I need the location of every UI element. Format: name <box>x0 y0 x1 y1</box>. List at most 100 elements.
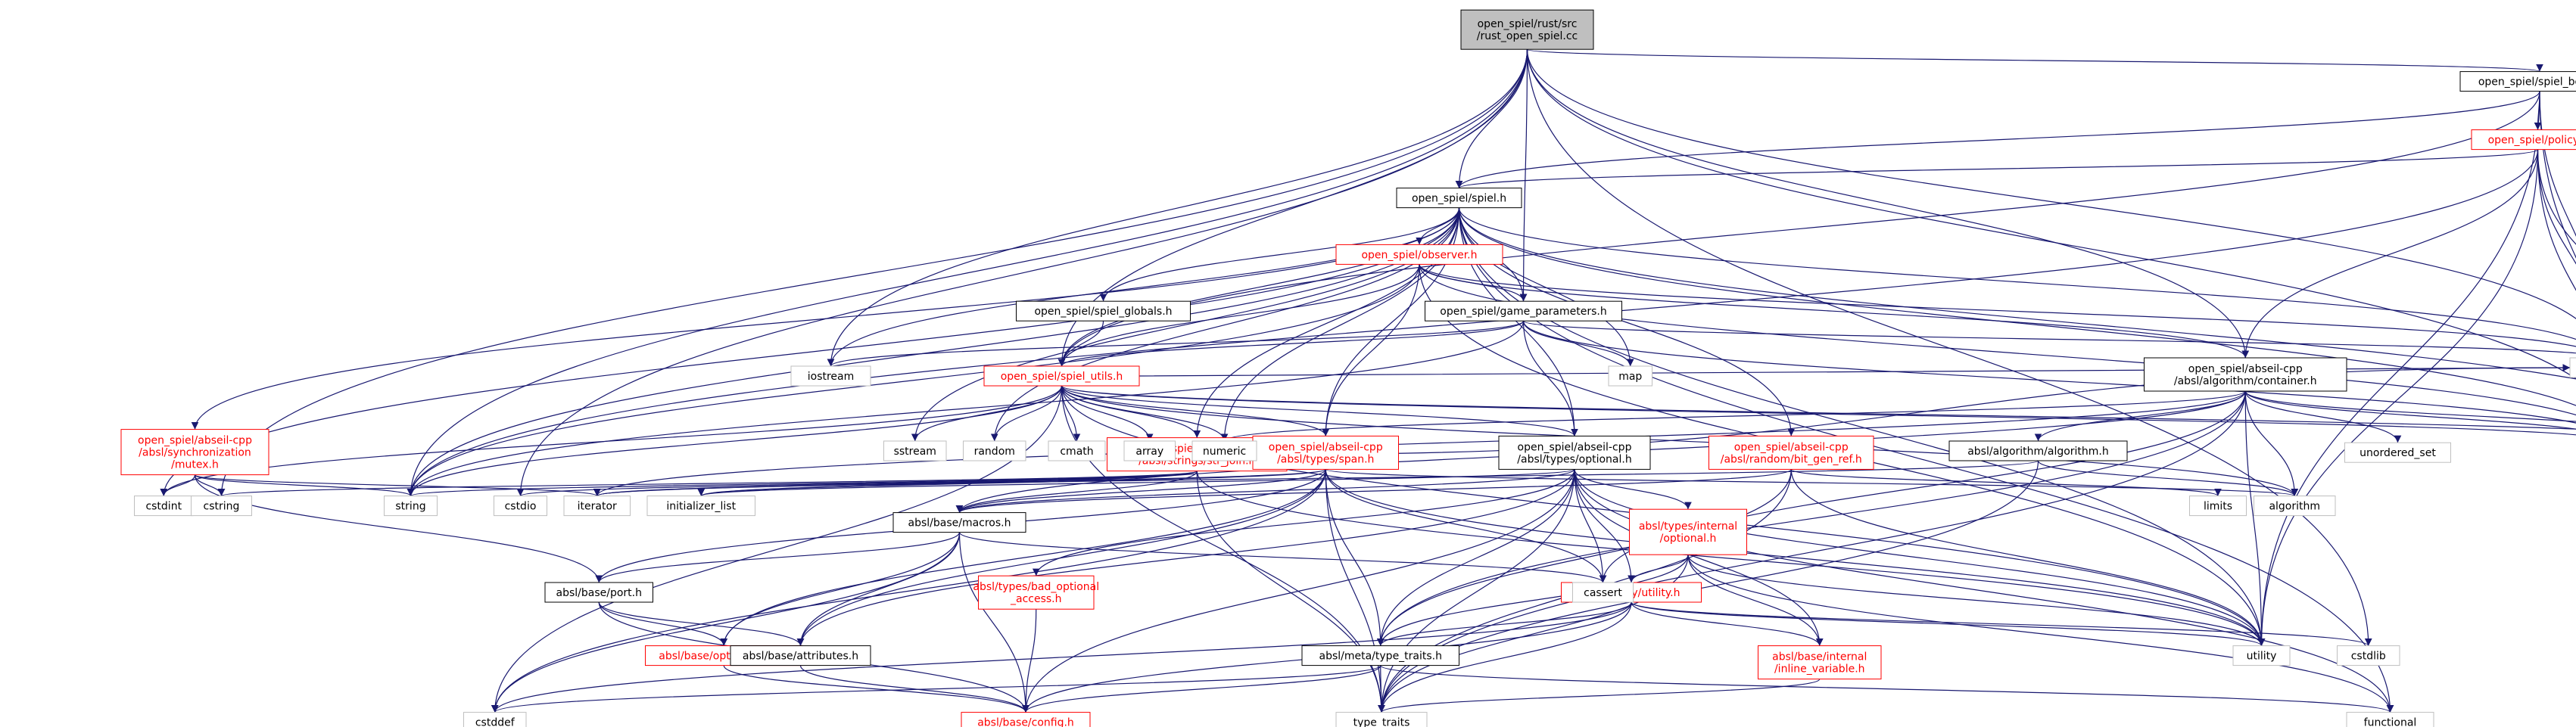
node-config[interactable]: absl/base/config.h <box>961 712 1091 727</box>
node-box <box>1252 435 1399 470</box>
edge-mutex-to-iterator <box>194 474 601 497</box>
edge-container-to-iterator <box>593 390 2246 496</box>
node-box <box>1572 582 1634 603</box>
node-spiel[interactable]: open_spiel/spiel.h <box>1396 188 1522 209</box>
node-bit-gen-ref[interactable]: open_spiel/abseil-cpp/absl/random/bit_ge… <box>1709 435 1874 470</box>
edge-span-to-attributes <box>796 469 1326 646</box>
edge-spiel-to-spiel_utils <box>1057 207 1460 367</box>
edge-container-to-unordered_map <box>2244 390 2576 422</box>
node-box <box>1123 440 1176 461</box>
edge-game_parameters-to-vector <box>1522 321 2576 424</box>
node-span[interactable]: open_spiel/abseil-cpp/absl/types/span.h <box>1252 435 1399 470</box>
node-meta-type-traits[interactable]: absl/meta/type_traits.h <box>1301 645 1459 666</box>
node-bad-optional[interactable]: absl/types/bad_optional_access.h <box>973 575 1099 610</box>
node-label: open_spiel/policy.h <box>2488 135 2576 147</box>
node-observer[interactable]: open_spiel/observer.h <box>1335 244 1503 265</box>
edge-optional-to-internal_optional <box>1574 469 1692 510</box>
node-numeric: numeric <box>1191 440 1257 461</box>
node-label: absl/types/internal <box>1639 520 1737 533</box>
edge-span-to-iterator <box>593 468 1326 497</box>
node-label: sstream <box>894 446 936 458</box>
node-label: open_spiel/abseil-cpp <box>2188 363 2303 375</box>
edge-policy-to-utility <box>2257 149 2539 646</box>
node-box <box>1396 188 1522 209</box>
node-label: limits <box>2204 501 2232 513</box>
edge-optional-to-utility_h <box>1574 469 1635 583</box>
edge-spiel-to-memory <box>1458 207 2576 340</box>
node-box <box>1048 440 1106 461</box>
edge-span-to-optimization <box>720 469 1326 646</box>
node-box <box>1498 435 1651 470</box>
edge-spiel_utils-to-vector <box>1061 385 2576 436</box>
node-label: /absl/synchronization <box>139 447 251 459</box>
node-label: iostream <box>808 371 855 383</box>
node-label: open_spiel/abseil-cpp <box>1269 441 1383 453</box>
edge-internal_optional-to-utility_h <box>1628 555 1689 583</box>
node-cstdio: cstdio <box>494 496 547 517</box>
edge-optional-to-attributes <box>796 469 1575 646</box>
node-box <box>646 496 755 517</box>
edge-game_parameters-to-map <box>1522 321 1634 367</box>
edge-spiel-to-span <box>1322 207 1460 437</box>
edge-span-to-cstddef <box>491 469 1326 713</box>
node-label: unordered_set <box>2360 447 2436 459</box>
node-box <box>1016 300 1191 322</box>
edge-policy-to-container <box>2241 149 2539 359</box>
edge-port-to-attributes <box>598 601 805 646</box>
edge-utility_h-to-cstddef <box>491 601 1632 713</box>
edge-container-to-meta_type_traits <box>1377 390 2246 646</box>
edge-optimization-to-config <box>723 665 1029 713</box>
node-spiel-bots[interactable]: open_spiel/spiel_bots.h <box>2459 71 2576 92</box>
edge-root-to-container <box>1526 49 2250 359</box>
edge-bit_gen_ref-to-limits <box>1790 468 2222 497</box>
edge-internal_optional-to-inline_variable <box>1687 555 1824 646</box>
node-box <box>563 496 631 517</box>
edge-root-to-game_parameters <box>1519 49 1528 302</box>
edge-container-to-unordered_set <box>2244 390 2402 443</box>
node-algorithm: algorithm <box>2254 496 2336 517</box>
edge-container-to-vector <box>2244 390 2576 430</box>
node-unordered-set: unordered_set <box>2344 442 2451 463</box>
node-box <box>544 582 653 603</box>
node-label: algorithm <box>2269 501 2320 513</box>
edge-policy-to-memory <box>2537 149 2576 265</box>
node-inline-variable[interactable]: absl/base/internal/inline_variable.h <box>1758 645 1882 680</box>
edge-utility_h-to-type_traits <box>1378 601 1632 713</box>
node-box <box>1335 244 1503 265</box>
node-root[interactable]: open_spiel/rust/src/rust_open_spiel.cc <box>1460 9 1594 50</box>
edge-span-to-cassert <box>1325 469 1607 583</box>
edge-macros-to-cassert <box>958 532 1607 583</box>
edge-algorithm_h-to-type_traits <box>1378 460 2039 713</box>
node-label: /absl/types/span.h <box>1277 453 1374 465</box>
node-optional[interactable]: open_spiel/abseil-cpp/absl/types/optiona… <box>1498 435 1651 470</box>
node-game-parameters[interactable]: open_spiel/game_parameters.h <box>1425 300 1622 322</box>
edge-span-to-type_traits <box>1325 469 1385 713</box>
edge-bit_gen_ref-to-macros <box>956 468 1792 514</box>
node-port[interactable]: absl/base/port.h <box>544 582 653 603</box>
node-label: string <box>395 501 425 513</box>
node-internal-optional[interactable]: absl/types/internal/optional.h <box>1629 508 1747 555</box>
edge-spiel_utils-to-string <box>406 385 1063 496</box>
node-macros[interactable]: absl/base/macros.h <box>892 512 1026 533</box>
node-attributes[interactable]: absl/base/attributes.h <box>730 645 871 666</box>
node-cstdint: cstdint <box>134 496 194 517</box>
node-spiel-utils[interactable]: open_spiel/spiel_utils.h <box>983 365 1140 387</box>
edge-observer-to-string <box>406 264 1420 496</box>
node-spiel-globals[interactable]: open_spiel/spiel_globals.h <box>1016 300 1191 322</box>
edge-spiel_utils-to-unordered_map <box>1061 385 2576 430</box>
edge-span-to-utility <box>1325 469 2266 646</box>
node-box <box>2569 357 2576 378</box>
node-box <box>1301 645 1459 666</box>
node-mutex[interactable]: open_spiel/abseil-cpp/absl/synchronizati… <box>120 429 269 476</box>
node-box <box>1709 435 1874 470</box>
node-container[interactable]: open_spiel/abseil-cpp/absl/algorithm/con… <box>2144 357 2347 392</box>
node-policy[interactable]: open_spiel/policy.h <box>2471 129 2576 151</box>
node-functional: functional <box>2346 712 2434 727</box>
node-box <box>1629 508 1747 555</box>
edge-optional-to-meta_type_traits <box>1376 469 1575 646</box>
edge-optional-to-bad_optional <box>1033 469 1575 576</box>
node-box <box>963 440 1026 461</box>
node-algorithm-h[interactable]: absl/algorithm/algorithm.h <box>1948 440 2128 461</box>
node-label: absl/types/bad_optional <box>973 581 1099 593</box>
node-label: /mutex.h <box>171 459 219 471</box>
